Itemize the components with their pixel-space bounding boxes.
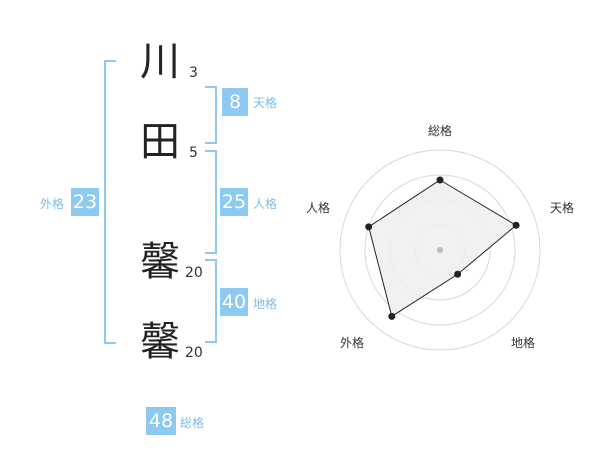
tenkaku-label: 天格 (253, 96, 278, 110)
stroke-count-4: 20 (185, 345, 203, 361)
chikaku-score: 40 (220, 288, 248, 316)
jinkaku-label: 人格 (253, 197, 278, 211)
radar-label-chikaku: 地格 (511, 336, 536, 350)
stroke-count-1: 3 (189, 65, 198, 81)
radar-chart (339, 149, 541, 351)
gaikaku-bracket (104, 60, 116, 344)
gaikaku-label: 外格 (40, 197, 65, 211)
radar-ring (364, 174, 516, 326)
jinkaku-score: 25 (220, 188, 248, 216)
jinkaku-bracket (205, 150, 217, 254)
name-char-3: 馨 (140, 239, 180, 285)
chikaku-label: 地格 (253, 297, 278, 311)
radar-point-tenkaku (512, 221, 520, 229)
gaikaku-score: 23 (71, 188, 99, 216)
tenkaku-score: 8 (222, 88, 248, 116)
radar-label-tenkaku: 天格 (550, 201, 575, 215)
stroke-count-2: 5 (189, 145, 198, 161)
name-char-4: 馨 (140, 319, 180, 365)
soukaku-label: 総格 (180, 416, 205, 430)
radar-polygon (368, 179, 517, 318)
radar-label-gaikaku: 外格 (340, 336, 365, 350)
chikaku-bracket (205, 259, 217, 343)
soukaku-score: 48 (146, 407, 176, 435)
radar-point-jinkaku (365, 223, 373, 231)
radar-label-soukaku: 総格 (428, 124, 453, 138)
tenkaku-bracket (205, 86, 217, 144)
radar-point-gaikaku (388, 312, 396, 320)
radar-label-jinkaku: 人格 (306, 201, 331, 215)
stroke-count-3: 20 (185, 265, 203, 281)
radar-center-dot (437, 247, 443, 253)
radar-point-soukaku (436, 176, 444, 184)
name-char-1: 川 (140, 39, 180, 85)
radar-point-chikaku (454, 270, 462, 278)
name-char-2: 田 (140, 119, 180, 165)
